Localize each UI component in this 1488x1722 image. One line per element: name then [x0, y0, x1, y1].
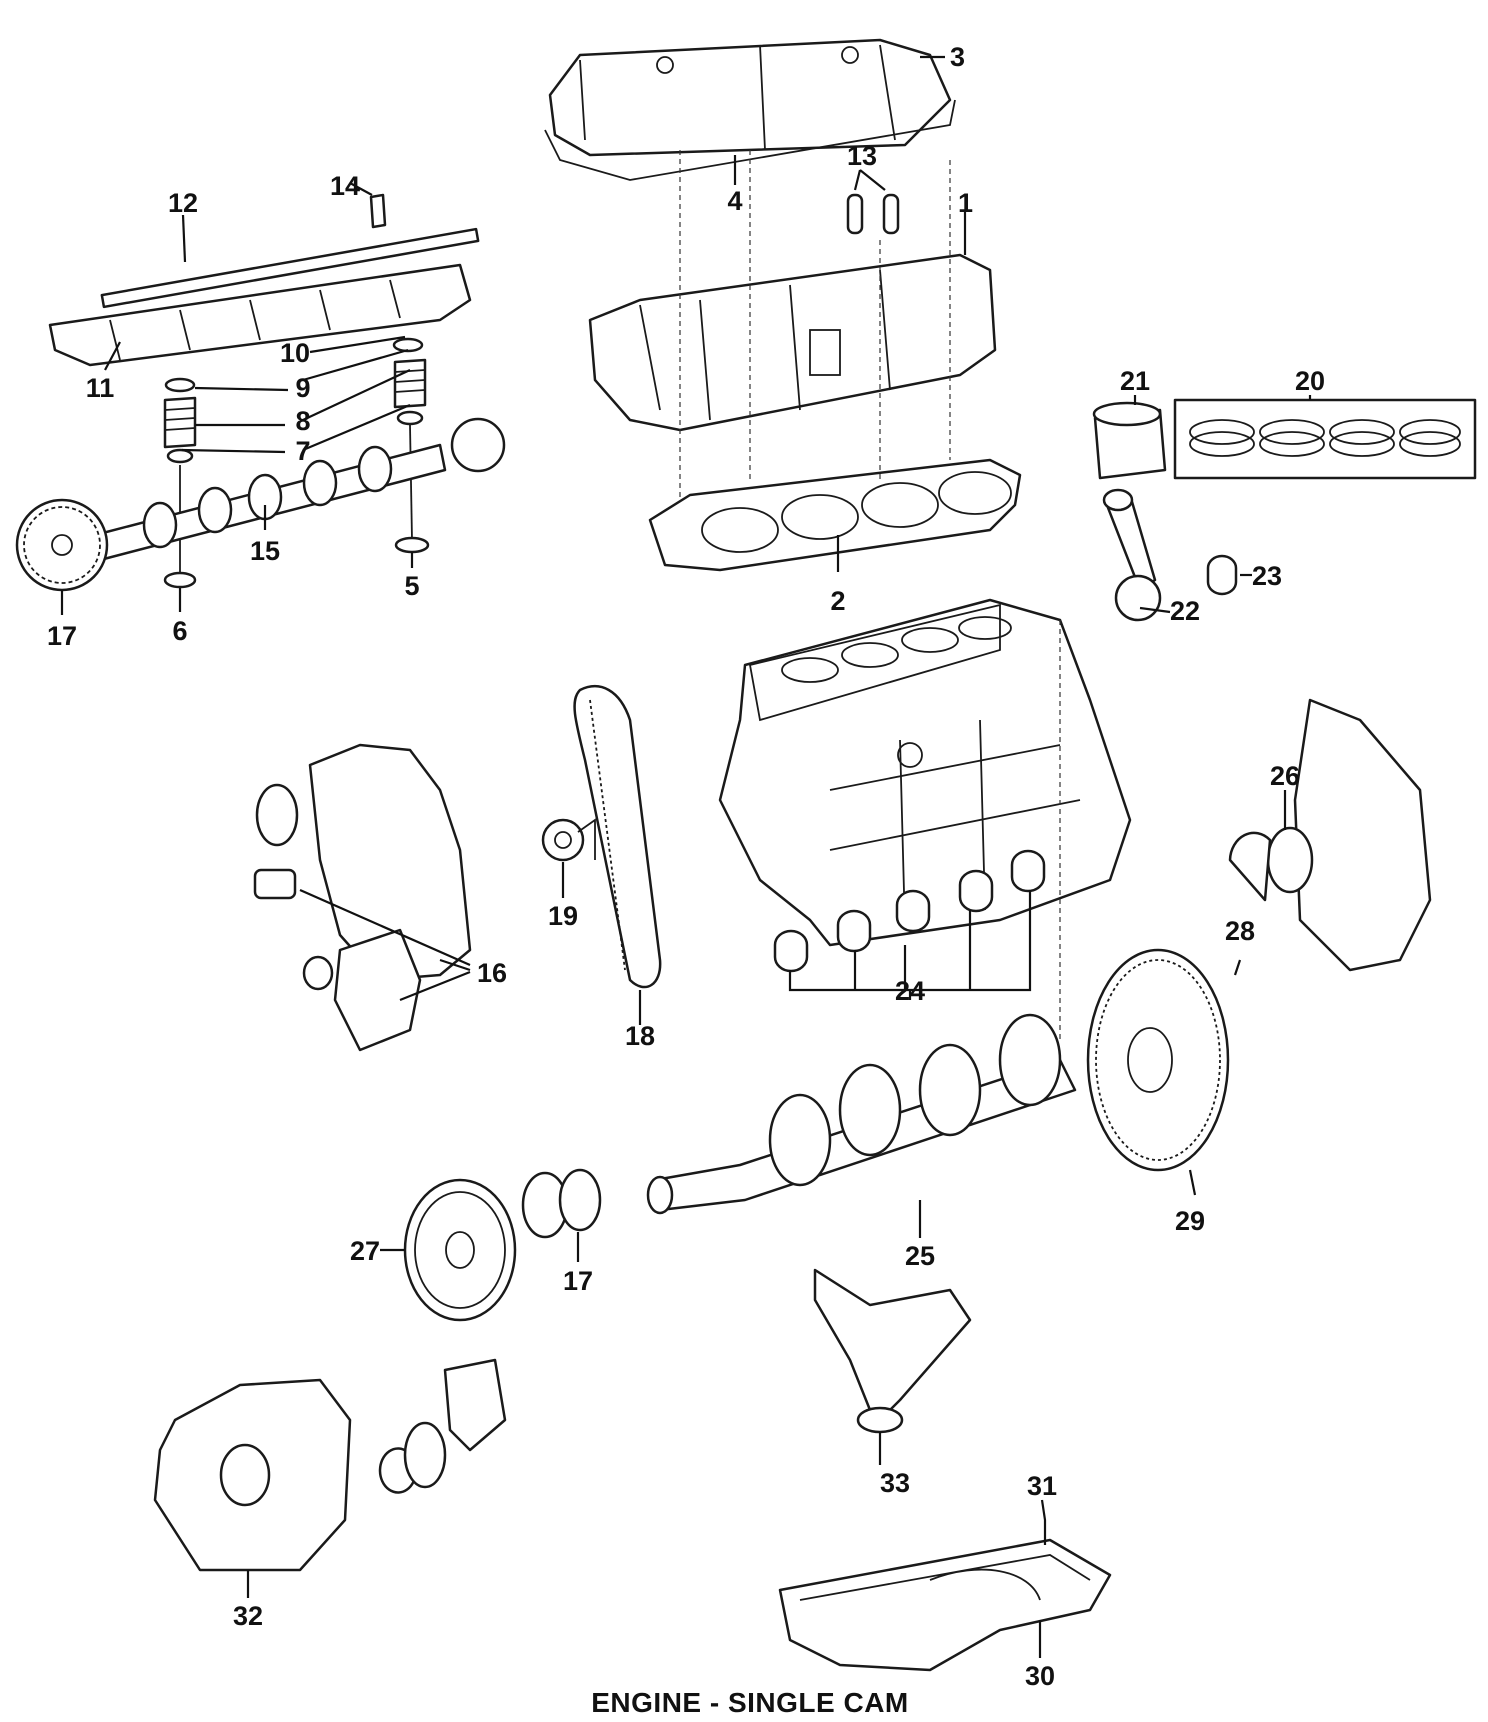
connecting-rod: [1102, 488, 1162, 622]
callout-7: 7: [295, 436, 310, 466]
callout-31: 31: [1027, 1471, 1057, 1501]
callout-12: 12: [168, 188, 198, 218]
callout-15: 15: [250, 536, 280, 566]
callout-labels: 1 2 3 4 5 6 7 8 9 10 11 12 13 14 15 16 1…: [47, 42, 1325, 1691]
crank-sprocket: [521, 1168, 602, 1239]
rocker-bolt: [369, 193, 387, 229]
intake-valve: [394, 424, 430, 554]
oil-pan: [778, 1538, 1112, 1672]
rod-bearing: [1206, 554, 1238, 596]
engine-block: [718, 598, 1132, 947]
callout-25: 25: [905, 1241, 935, 1271]
crankshaft-pulley: [403, 1178, 517, 1322]
callout-10: 10: [280, 338, 310, 368]
head-gasket: [648, 458, 1022, 572]
callout-28: 28: [1225, 916, 1255, 946]
callout-26: 26: [1270, 761, 1300, 791]
valve-springs-retainers: [163, 337, 427, 464]
flywheel: [1086, 948, 1230, 1172]
main-bearings: [773, 849, 1046, 973]
timing-covers: [253, 743, 472, 1052]
callout-29: 29: [1175, 1206, 1205, 1236]
callout-23: 23: [1252, 561, 1282, 591]
rear-seal-retainer: [1228, 698, 1432, 972]
callout-1: 1: [958, 188, 973, 218]
callout-14: 14: [330, 171, 360, 201]
cam-sprocket: [15, 498, 109, 592]
callout-20: 20: [1295, 366, 1325, 396]
oil-pickup-tube: [813, 1268, 972, 1434]
belt-tensioner: [541, 818, 596, 862]
callout-27: 27: [350, 1236, 380, 1266]
valve-cover: [548, 38, 952, 157]
callout-22: 22: [1170, 596, 1200, 626]
callout-3: 3: [950, 42, 965, 72]
callout-2: 2: [830, 586, 845, 616]
callout-8: 8: [295, 406, 310, 436]
callout-33: 33: [880, 1468, 910, 1498]
callout-6: 6: [172, 616, 187, 646]
callout-13: 13: [847, 141, 877, 171]
oil-pump: [153, 1358, 507, 1572]
cylinder-head: [588, 253, 997, 432]
camshaft: [93, 417, 506, 562]
valve-cover-gasket: [544, 99, 956, 181]
callout-11: 11: [86, 373, 115, 403]
piston: [1092, 401, 1167, 480]
callout-17a: 17: [47, 621, 77, 651]
callout-17b: 17: [563, 1266, 593, 1296]
callout-19: 19: [548, 901, 578, 931]
callout-16: 16: [477, 958, 507, 988]
callout-18: 18: [625, 1021, 655, 1051]
crankshaft: [646, 1013, 1077, 1215]
piston-rings-set: [1173, 398, 1477, 480]
diagram-caption: ENGINE - SINGLE CAM: [591, 1687, 909, 1718]
timing-belt: [573, 685, 662, 989]
dowel-pins: [846, 193, 900, 235]
callout-5: 5: [404, 571, 419, 601]
leader-lines: [60, 55, 1312, 1658]
rocker-arm-assembly: [48, 263, 472, 367]
callout-4: 4: [727, 186, 742, 216]
callout-21: 21: [1120, 366, 1150, 396]
rocker-shaft: [100, 227, 480, 309]
callout-30: 30: [1025, 1661, 1055, 1691]
callout-24: 24: [895, 976, 925, 1006]
callout-32: 32: [233, 1601, 263, 1631]
callout-9: 9: [295, 373, 310, 403]
